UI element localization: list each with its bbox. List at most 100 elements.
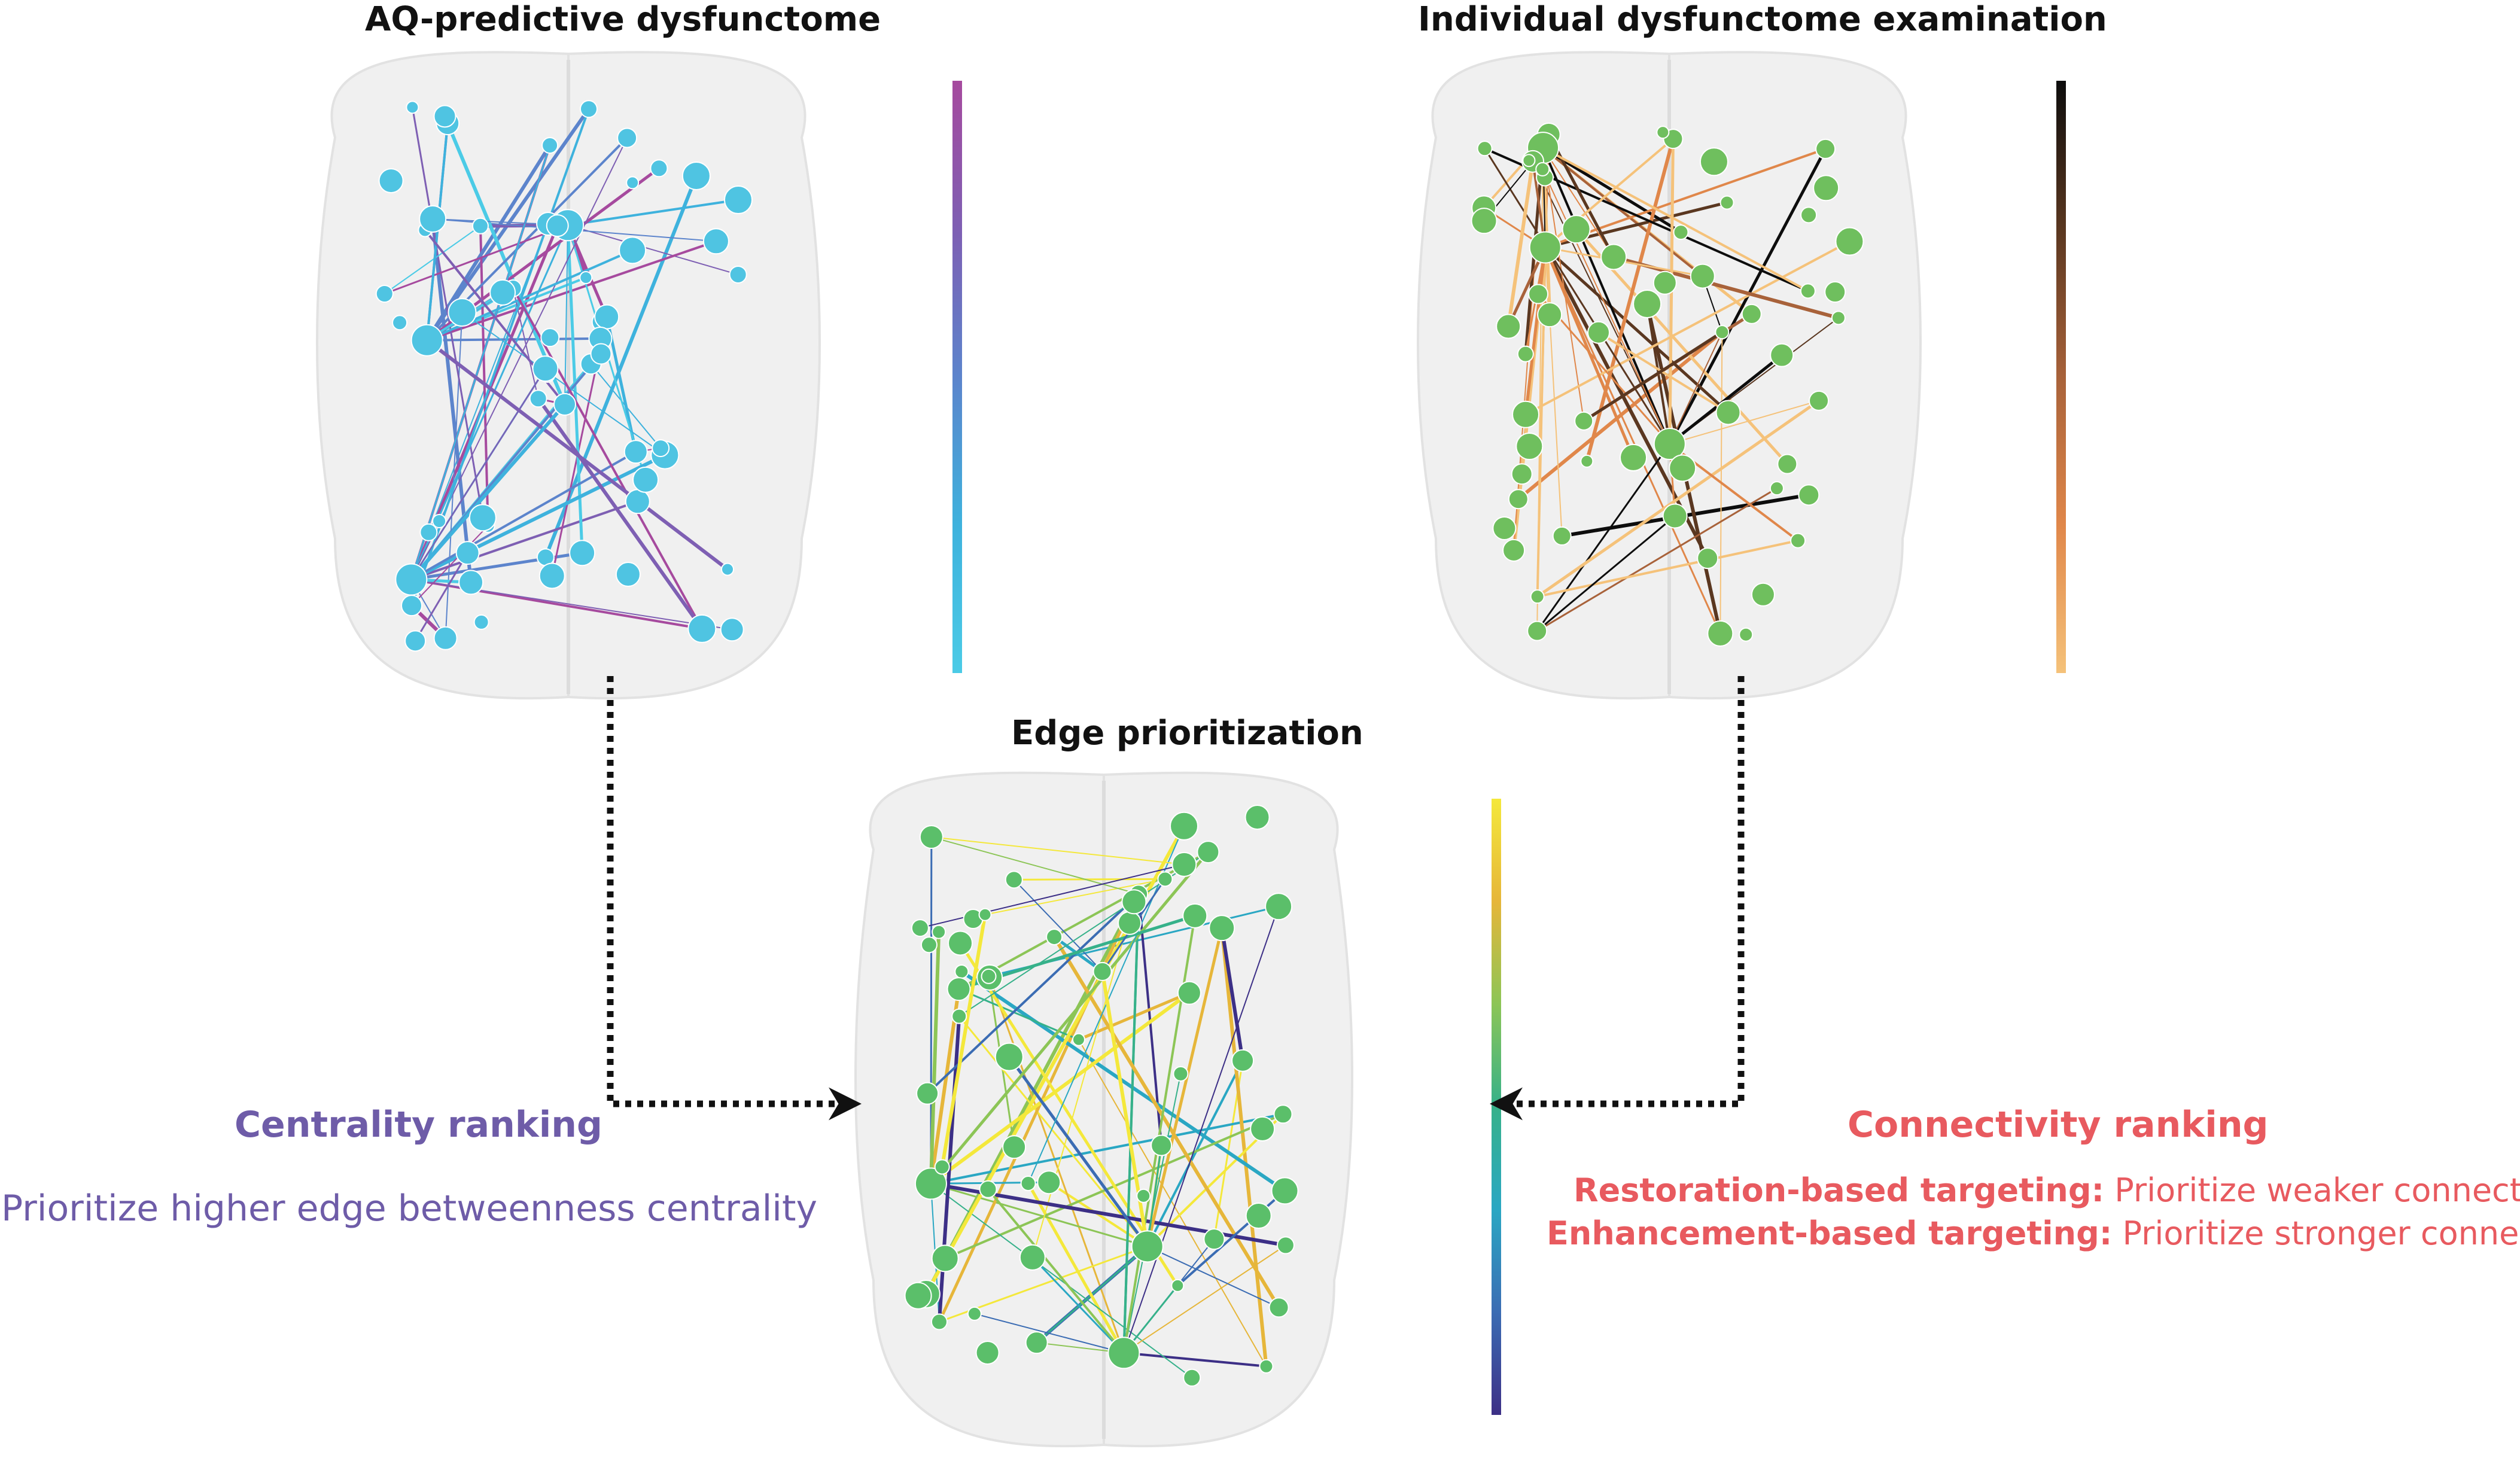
individual-node	[1600, 243, 1627, 270]
edge-edge	[940, 914, 987, 1168]
individual-node	[1529, 231, 1562, 264]
individual-node	[1530, 589, 1545, 604]
individual-node	[1831, 311, 1846, 325]
edge-node	[954, 964, 969, 979]
individual-node	[1587, 321, 1610, 344]
aq-node	[623, 440, 648, 464]
individual-node	[1471, 208, 1498, 235]
aq-node	[419, 523, 438, 541]
individual-edge	[1542, 147, 1704, 278]
edge-edge	[987, 1188, 1125, 1354]
aq-node	[632, 466, 659, 493]
individual-edge	[1547, 133, 1615, 258]
edge-edge	[1053, 936, 1104, 973]
aq-node	[432, 514, 447, 529]
individual-node	[1741, 303, 1762, 324]
edge-node	[934, 1159, 950, 1175]
individual-node	[1800, 283, 1816, 299]
edge-edge	[931, 836, 1185, 865]
edge-edge	[1123, 1244, 1286, 1354]
individual-node	[1580, 454, 1594, 468]
aq-node	[471, 217, 489, 235]
aq-node	[650, 159, 668, 178]
individual-edge	[1525, 240, 1851, 416]
restoration-text: Prioritize weaker connections	[2114, 1171, 2520, 1209]
aq-node	[625, 489, 650, 515]
aq-edge	[567, 224, 738, 275]
aq-edge	[590, 363, 661, 449]
edge-node	[975, 1340, 1000, 1365]
edge-node	[1092, 961, 1112, 981]
edge-node	[1020, 1176, 1036, 1192]
edge-node	[1250, 1116, 1276, 1142]
edge-edge	[930, 851, 1210, 1185]
aq-node	[590, 343, 612, 365]
aq-edge	[410, 453, 666, 582]
individual-edge	[1544, 246, 1635, 458]
individual-node	[1813, 175, 1840, 202]
individual-node	[1715, 400, 1741, 425]
edge-node	[919, 825, 944, 850]
edge-node	[1002, 1135, 1027, 1159]
individual-edge	[1536, 515, 1676, 632]
edge-node	[1019, 1244, 1046, 1271]
edge-edge	[1220, 927, 1268, 1367]
individual-edge	[1537, 539, 1798, 598]
aq-edge	[411, 107, 484, 518]
individual-edge	[1597, 331, 1729, 414]
edge-node	[916, 1082, 939, 1105]
individual-node	[1790, 532, 1806, 549]
individual-node	[1511, 463, 1533, 485]
aq-node	[579, 100, 598, 118]
aq-colorbar	[952, 81, 962, 673]
edge-edge	[1008, 1056, 1149, 1247]
individual-edge	[1585, 138, 1675, 462]
edge-node	[946, 977, 971, 1002]
edge-node	[1259, 1359, 1274, 1374]
aq-node	[540, 328, 560, 348]
individual-node	[1477, 141, 1493, 157]
individual-edge	[1549, 315, 1563, 536]
individual-edge	[1542, 147, 1809, 293]
edge-node	[1170, 811, 1199, 841]
individual-node	[1492, 516, 1517, 540]
edge-node	[1265, 893, 1293, 921]
individual-edge	[1484, 148, 1671, 445]
individual-node	[1697, 547, 1719, 570]
edge-node	[1171, 1279, 1185, 1292]
individual-node	[1620, 443, 1648, 471]
edge-node	[1072, 1033, 1085, 1046]
individual-node	[1527, 620, 1548, 641]
individual-edge	[1582, 331, 1723, 422]
edge-node	[931, 1244, 959, 1273]
aq-node	[541, 136, 559, 154]
aq-node	[529, 389, 547, 408]
aq-edge	[410, 368, 546, 580]
edge-edge	[1123, 906, 1280, 1353]
aq-node	[473, 614, 489, 630]
individual-node	[1707, 620, 1734, 647]
edge-node	[978, 908, 992, 921]
aq-edge	[425, 339, 729, 571]
individual-node	[1809, 390, 1830, 411]
edge-panel-title: Edge prioritization	[1011, 714, 1364, 753]
aq-node	[553, 392, 577, 416]
aq-node	[729, 265, 747, 284]
edge-node	[1276, 1236, 1295, 1255]
edge-node	[1203, 1228, 1225, 1250]
individual-colorbar	[2056, 81, 2066, 673]
individual-node	[1528, 284, 1549, 305]
edge-edge	[960, 970, 1286, 1192]
restoration-line: Restoration-based targeting: Prioritize …	[1574, 1171, 2520, 1209]
aq-node	[458, 570, 484, 595]
edge-node	[920, 936, 938, 954]
connectivity-heading: Connectivity ranking	[1848, 1104, 2269, 1146]
edge-edge	[930, 1182, 1148, 1247]
aq-node	[532, 355, 559, 382]
edge-node	[1121, 889, 1147, 915]
individual-node	[1522, 154, 1536, 168]
individual-node	[1824, 281, 1846, 303]
centrality-arrow	[607, 676, 862, 1121]
individual-edge	[1542, 169, 1670, 445]
